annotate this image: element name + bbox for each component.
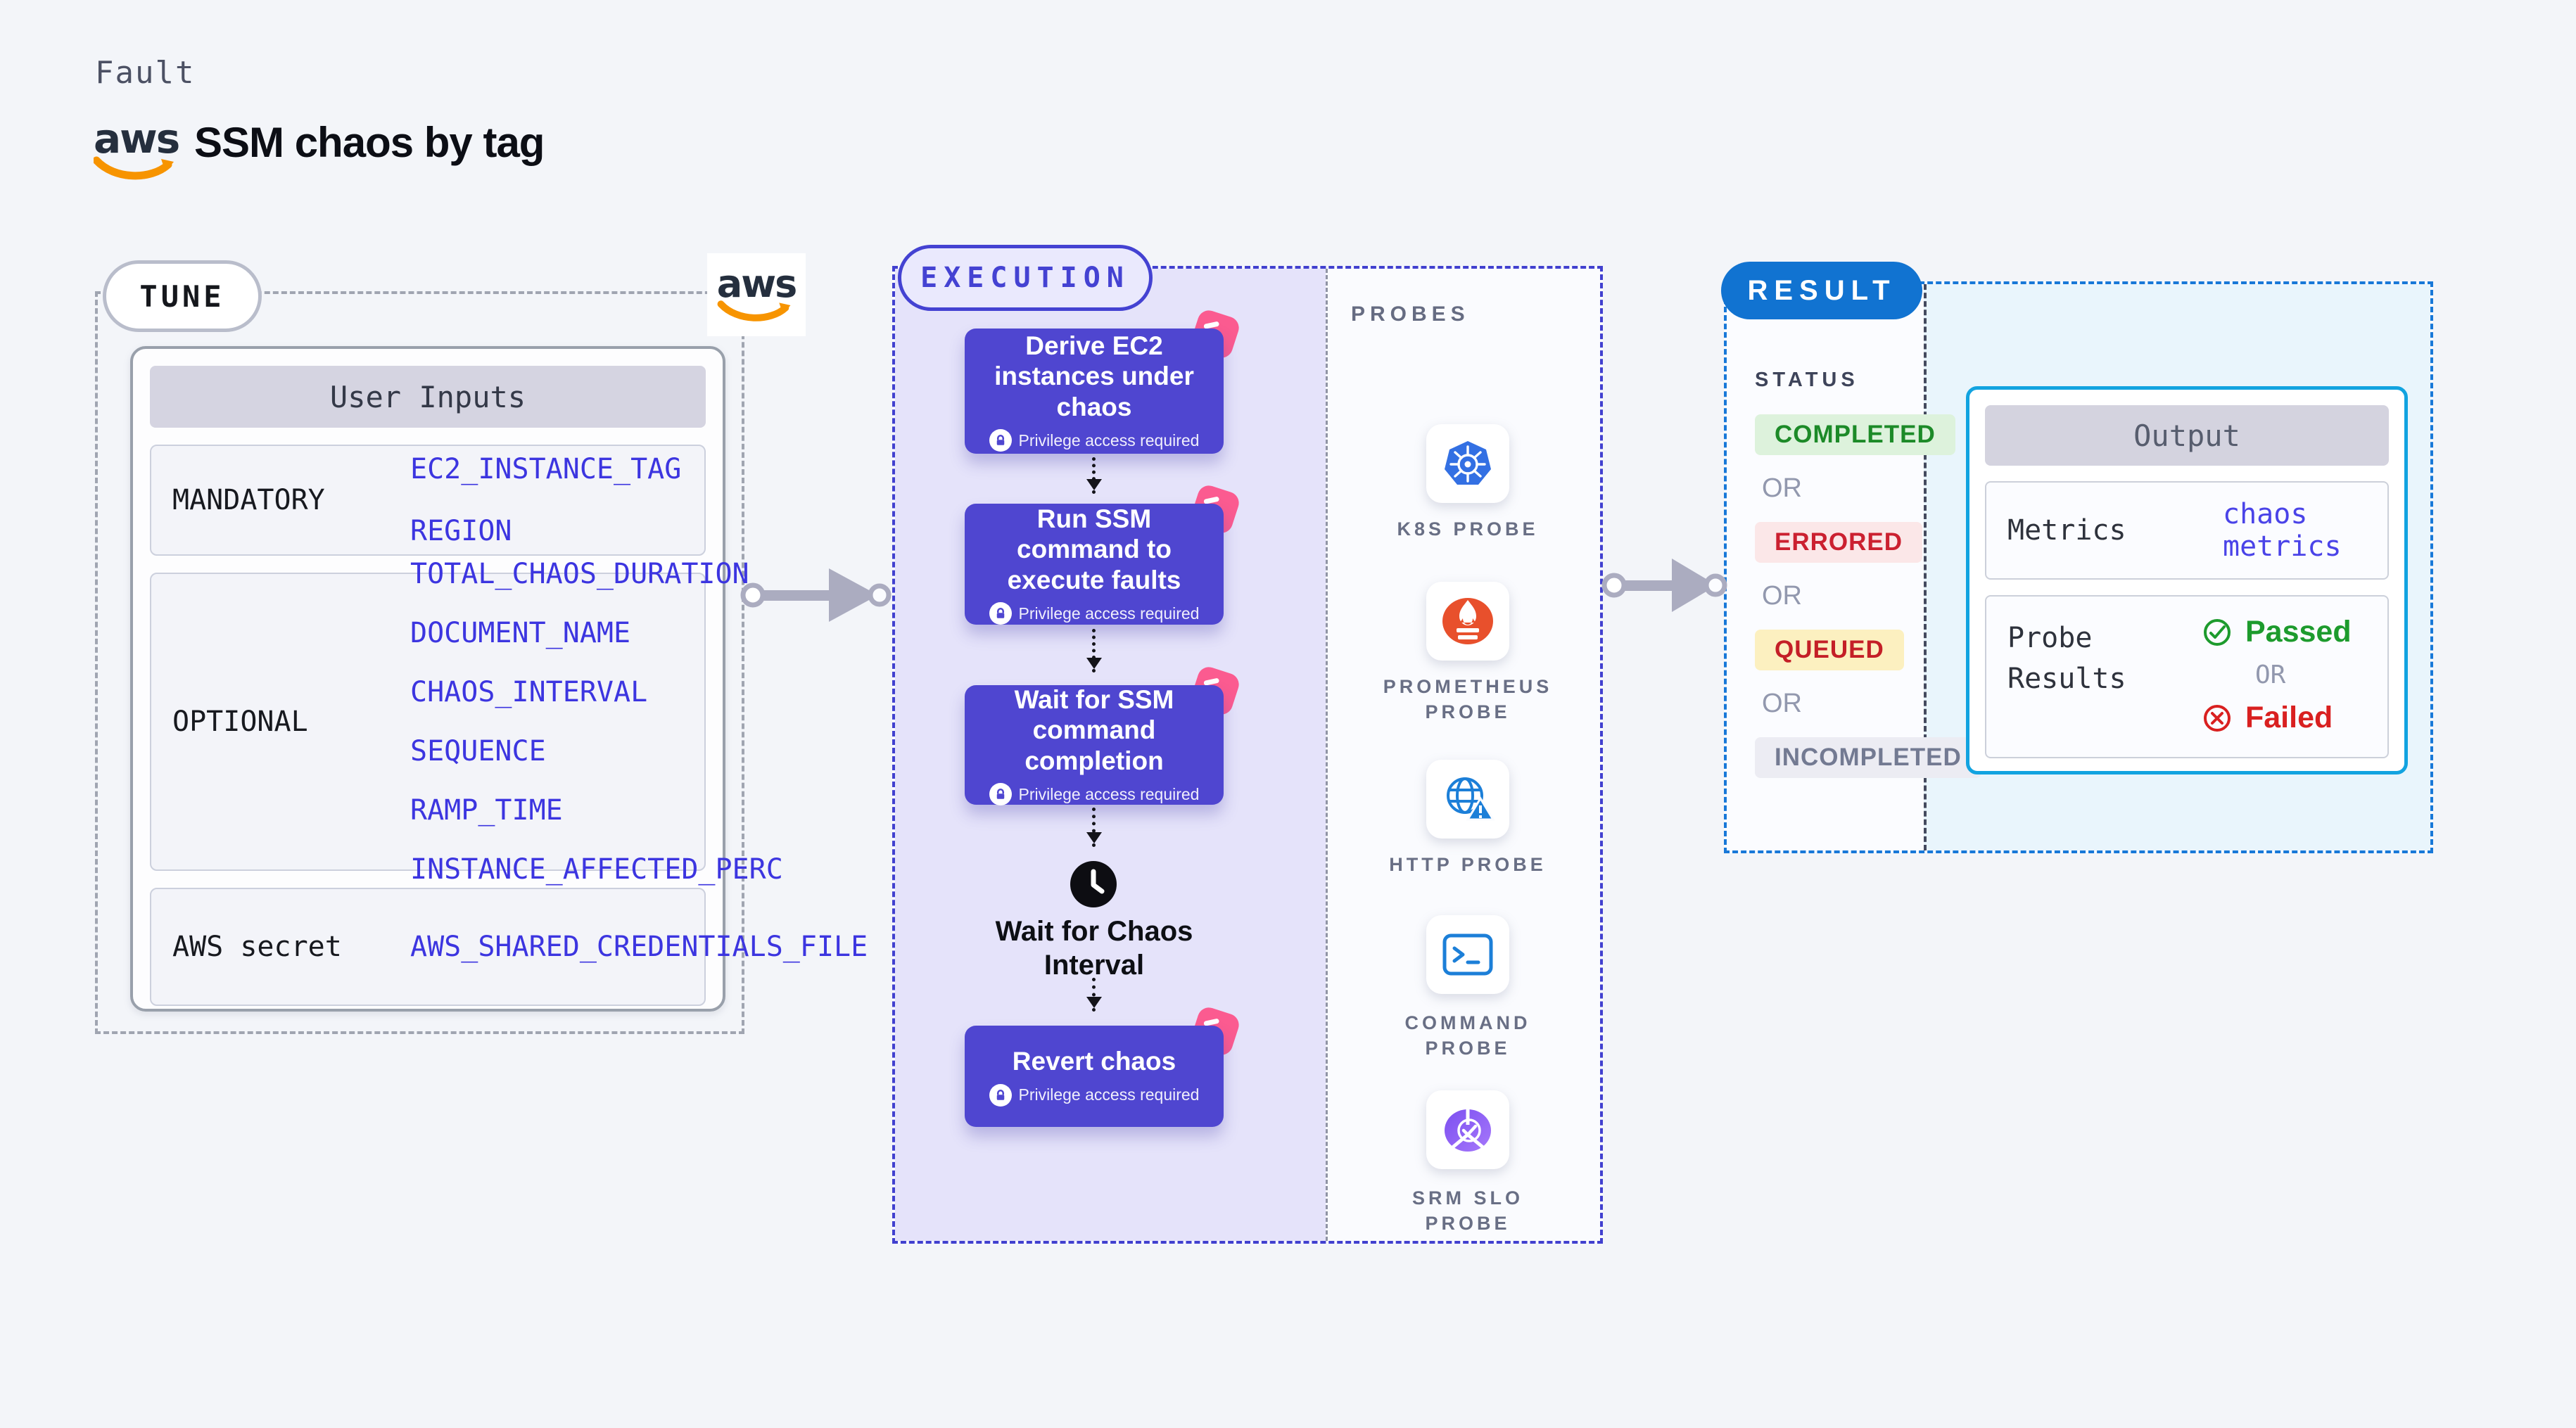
input-variable: DOCUMENT_NAME [410,617,631,649]
page-title: SSM chaos by tag [194,119,545,166]
step-title: Run SSM command to execute faults [1007,504,1181,594]
probes-heading: PROBES [1351,302,1470,326]
status-badge-queued: QUEUED [1755,630,1904,670]
probe-label: SRM SLO PROBE [1411,1187,1523,1235]
flow-connector [1086,457,1102,494]
result-pill: RESULT [1721,262,1922,319]
aws-smile-icon [94,156,174,180]
step-derive-ec2: Derive EC2 instances under chaos Privile… [965,307,1242,454]
fault-kicker: Fault [95,55,196,91]
or-label: OR [1762,473,1802,503]
flow-connector [1086,808,1102,847]
probe-results-row: Probe Results Passed OR Failed [1985,595,2389,758]
input-variable: AWS_SHARED_CREDENTIALS_FILE [410,931,868,963]
privilege-label: Privilege access required [1018,1085,1200,1104]
step-run-ssm: Run SSM command to execute faults Privil… [965,483,1242,625]
status-badge-completed: COMPLETED [1755,414,1955,455]
output-table: Output Metrics chaos metrics Probe Resul… [1966,386,2408,774]
aws-corner-logo: aws [707,253,806,336]
step-wait-ssm: Wait for SSM command completion Privileg… [965,664,1242,806]
probe-label: COMMAND PROBE [1404,1012,1531,1059]
or-label: OR [1762,689,1802,718]
metrics-value: chaos metrics [2223,498,2342,563]
step-title: Wait for SSM command completion [1014,684,1174,775]
or-label: OR [1762,581,1802,611]
prometheus-icon [1426,582,1509,661]
status-list: STATUS COMPLETED OR ERRORED OR QUEUED OR… [1755,369,1981,778]
input-variable: CHAOS_INTERVAL [410,676,648,708]
input-variable: INSTANCE_AFFECTED_PERC [410,853,783,886]
result-divider [1924,284,1927,850]
row-label: MANDATORY [172,484,325,516]
lock-icon [989,429,1012,452]
metrics-row: Metrics chaos metrics [1985,481,2389,580]
privilege-label: Privilege access required [1018,431,1200,450]
tune-pill: TUNE [103,260,262,332]
probe-label: PROMETHEUS PROBE [1383,676,1553,723]
execution-section: Derive EC2 instances under chaos Privile… [892,266,1603,1244]
step-title: Derive EC2 instances under chaos [994,331,1194,421]
or-label: OR [2255,661,2286,689]
input-variable: TOTAL_CHAOS_DURATION [410,558,749,590]
probe-results-label: Probe Results [2007,622,2126,695]
lock-icon [989,1083,1012,1107]
srm-slo-pie-check-icon [1426,1090,1509,1169]
input-variable: EC2_INSTANCE_TAG [410,453,682,485]
lock-icon [989,783,1012,806]
row-label: AWS secret [172,931,342,963]
status-badge-incompleted: INCOMPLETED [1755,737,1981,778]
privilege-label: Privilege access required [1018,784,1200,803]
wait-chaos-interval-label: Wait for Chaos Interval [995,916,1193,981]
flow-arrow-execution-to-result [1601,559,1727,612]
kubernetes-icon [1426,424,1509,503]
step-revert-chaos: Revert chaos Privilege access required [965,1005,1242,1127]
aws-logo: aws [94,115,180,183]
input-variable: REGION [410,515,512,547]
metrics-label: Metrics [2007,514,2126,547]
user-inputs-table: User Inputs MANDATORY EC2_INSTANCE_TAG R… [130,346,868,1012]
user-inputs-header: User Inputs [150,366,706,428]
input-variable: SEQUENCE [410,735,546,767]
result-section: STATUS COMPLETED OR ERRORED OR QUEUED OR… [1724,281,2433,853]
flow-connector [1086,629,1102,672]
tune-section [95,291,744,1034]
probe-label: K8S PROBE [1397,518,1539,540]
privilege-label: Privilege access required [1018,604,1200,623]
status-heading: STATUS [1755,369,1859,391]
table-row-aws-secret: AWS secret AWS_SHARED_CREDENTIALS_FILE [150,888,868,1006]
lock-icon [989,602,1012,625]
table-row-mandatory: MANDATORY EC2_INSTANCE_TAG REGION [150,445,706,556]
output-header: Output [1985,405,2389,466]
aws-wordmark: aws [716,262,797,306]
flow-connector [1086,978,1102,1012]
probe-label: HTTP PROBE [1389,854,1547,875]
input-variable: RAMP_TIME [410,794,563,827]
failed-x-icon [2204,704,2231,732]
passed-check-icon [2204,618,2231,646]
flow-arrow-tune-to-execution [740,568,892,622]
row-label: OPTIONAL [172,706,308,738]
probes-divider [1326,269,1328,1241]
aws-wordmark: aws [94,115,180,162]
terminal-icon [1426,915,1509,994]
aws-smile-icon [717,300,791,321]
http-globe-warning-icon [1426,760,1509,839]
table-row-optional: OPTIONAL TOTAL_CHAOS_DURATION DOCUMENT_N… [150,558,783,886]
execution-pill: EXECUTION [898,245,1153,311]
passed-label: Passed [2245,615,2352,649]
step-title: Revert chaos [1012,1047,1176,1076]
status-badge-errored: ERRORED [1755,522,1923,563]
failed-label: Failed [2245,701,2333,734]
clock-icon [1070,861,1117,907]
